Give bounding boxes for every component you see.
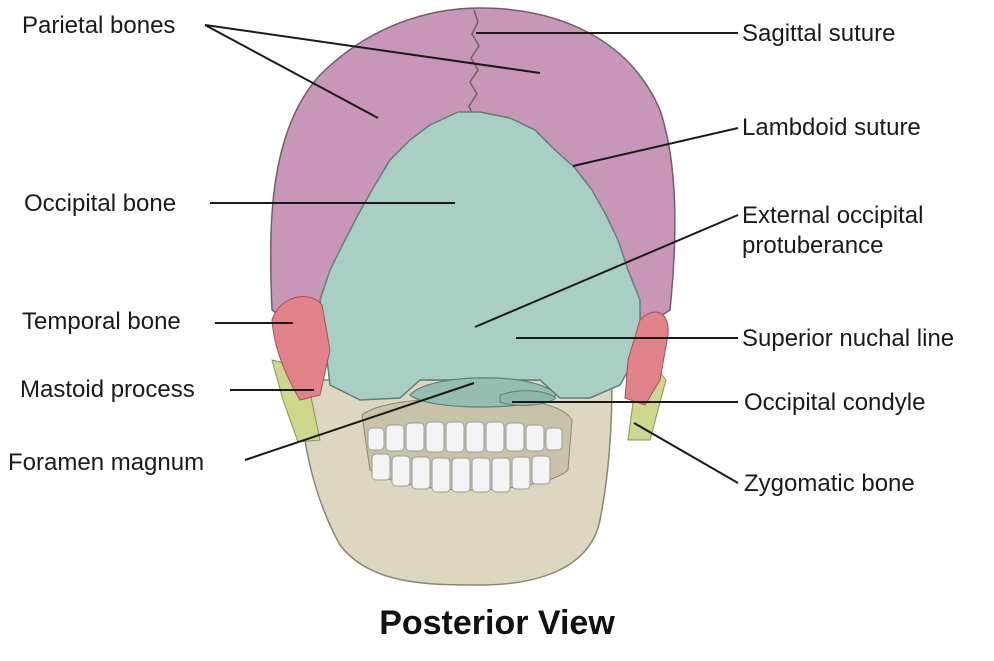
label-zygomatic-bone: Zygomatic bone xyxy=(744,470,915,497)
label-mastoid-process: Mastoid process xyxy=(20,376,195,403)
figure-caption: Posterior View xyxy=(379,604,615,642)
leader-zygomatic xyxy=(633,422,739,484)
label-foramen-magnum: Foramen magnum xyxy=(8,449,205,476)
label-sagittal-suture: Sagittal suture xyxy=(742,20,896,47)
label-external-occipital-protuberance-2: protuberance xyxy=(742,232,884,259)
leader-foramen xyxy=(244,382,475,461)
label-occipital-bone: Occipital bone xyxy=(24,190,177,217)
leader-protuberance xyxy=(474,214,739,328)
label-occipital-condyle: Occipital condyle xyxy=(744,389,926,416)
leader-parietal-2 xyxy=(204,24,541,74)
leader-lambdoid xyxy=(572,127,739,167)
label-lambdoid-suture: Lambdoid suture xyxy=(742,114,921,141)
label-parietal-bones: Parietal bones xyxy=(22,12,176,39)
label-external-occipital-protuberance-1: External occipital xyxy=(742,202,924,229)
label-superior-nuchal-line: Superior nuchal line xyxy=(742,325,955,352)
leader-parietal-1 xyxy=(204,24,379,119)
teeth-row xyxy=(367,421,563,493)
label-temporal-bone: Temporal bone xyxy=(22,308,181,335)
